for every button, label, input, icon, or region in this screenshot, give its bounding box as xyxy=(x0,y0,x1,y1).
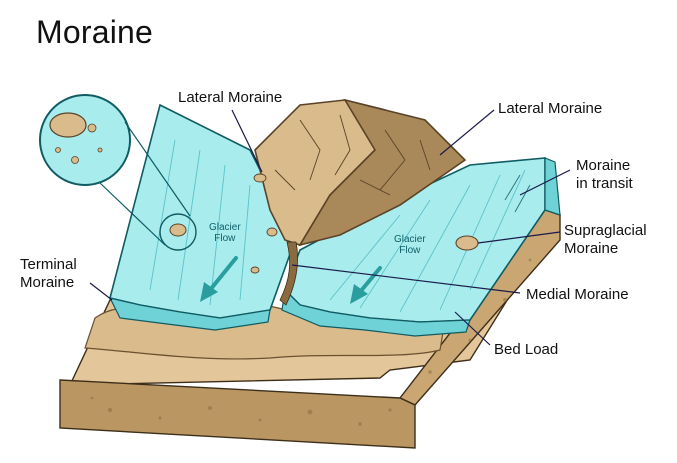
glacier-flow-arrow-right xyxy=(358,266,382,294)
diagram-title: Moraine xyxy=(36,14,154,50)
left-glacier-front xyxy=(108,297,271,331)
flow-left-line1: Glacier xyxy=(209,222,241,233)
leader-lateral-right xyxy=(439,109,495,156)
leader-lines xyxy=(89,109,571,346)
leader-in-transit xyxy=(519,169,571,196)
label-terminal-moraine: Terminal Moraine xyxy=(20,256,77,292)
lateral-moraine-debris-left xyxy=(250,173,278,274)
glacier-flow-arrowhead-left xyxy=(200,282,218,302)
flow-right-line1: Glacier xyxy=(394,234,426,245)
magnifier-circle xyxy=(39,94,131,186)
label-supraglacial-line1: Supraglacial xyxy=(564,222,647,239)
ground-speckles xyxy=(90,258,532,426)
label-medial-moraine: Medial Moraine xyxy=(526,286,629,303)
label-glacier-flow-left: Glacier Flow xyxy=(209,222,241,244)
magnifier-target-circle xyxy=(159,213,197,251)
rock-cracks xyxy=(274,114,431,196)
magnifier-connector-top xyxy=(124,121,191,217)
label-moraine-in-transit-line1: Moraine xyxy=(576,157,631,174)
leader-supraglacial xyxy=(477,231,561,244)
label-supraglacial-moraine: Supraglacial Moraine xyxy=(564,222,647,258)
magnified-pebbles xyxy=(55,123,103,164)
flow-right-line2: Flow xyxy=(399,245,421,256)
leader-bed-load xyxy=(454,311,491,346)
right-glacier-front xyxy=(281,288,471,337)
label-moraine-in-transit: Moraine in transit xyxy=(576,157,633,193)
glacier-flow-arrow-left xyxy=(208,256,238,292)
ice-streaks xyxy=(149,139,526,313)
leader-lateral-left xyxy=(231,109,263,173)
label-supraglacial-line2: Moraine xyxy=(564,240,619,257)
supraglacial-rock xyxy=(455,235,479,251)
ground-front xyxy=(59,379,416,449)
flow-left-line2: Flow xyxy=(214,233,236,244)
medial-moraine-strip xyxy=(279,241,298,306)
leader-medial xyxy=(291,264,521,294)
right-glacier-side xyxy=(544,157,561,216)
label-moraine-in-transit-line2: in transit xyxy=(576,175,633,192)
label-lateral-moraine-right: Lateral Moraine xyxy=(498,100,603,117)
label-terminal-line1: Terminal xyxy=(20,256,77,273)
magnified-rock xyxy=(49,112,87,138)
label-bed-load: Bed Load xyxy=(494,341,559,358)
magnifier-connector-bottom xyxy=(99,182,166,246)
mountain-rock-dark xyxy=(298,98,467,247)
label-glacier-flow-right: Glacier Flow xyxy=(394,234,426,256)
leader-terminal xyxy=(89,282,113,301)
glacier-flow-arrowhead-right xyxy=(350,284,368,304)
label-terminal-line2: Moraine xyxy=(20,274,75,291)
moraine-in-transit-debris xyxy=(504,174,531,213)
label-lateral-moraine-left: Lateral Moraine xyxy=(178,89,283,106)
left-glacier-rock xyxy=(169,223,187,237)
